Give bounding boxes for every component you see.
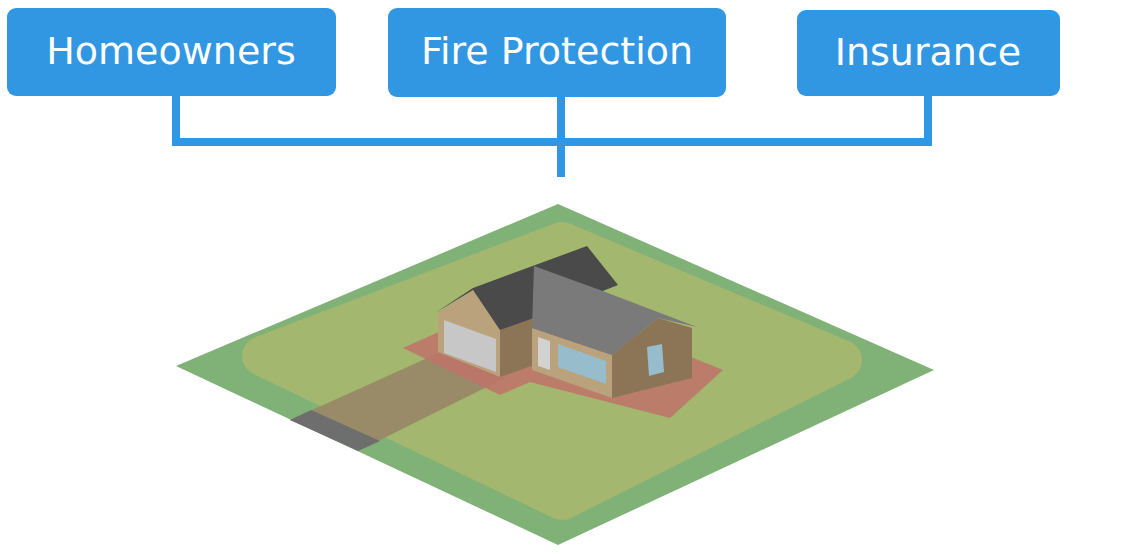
label-box: Fire Protection xyxy=(388,8,726,97)
box-label: Homeowners xyxy=(46,31,295,73)
bracket xyxy=(176,96,928,177)
garage-door xyxy=(444,320,496,372)
side-window xyxy=(647,344,664,376)
house-roof xyxy=(532,266,697,355)
label-box: Insurance xyxy=(797,10,1060,96)
lawn xyxy=(262,242,842,500)
label-box: Homeowners xyxy=(7,8,336,96)
bracket-line xyxy=(176,96,928,142)
bracket-stem xyxy=(557,96,565,177)
road xyxy=(290,410,380,451)
box-label: Fire Protection xyxy=(421,31,693,73)
lot-ground xyxy=(176,204,934,545)
house-door xyxy=(538,337,550,370)
box-label: Insurance xyxy=(835,32,1021,74)
